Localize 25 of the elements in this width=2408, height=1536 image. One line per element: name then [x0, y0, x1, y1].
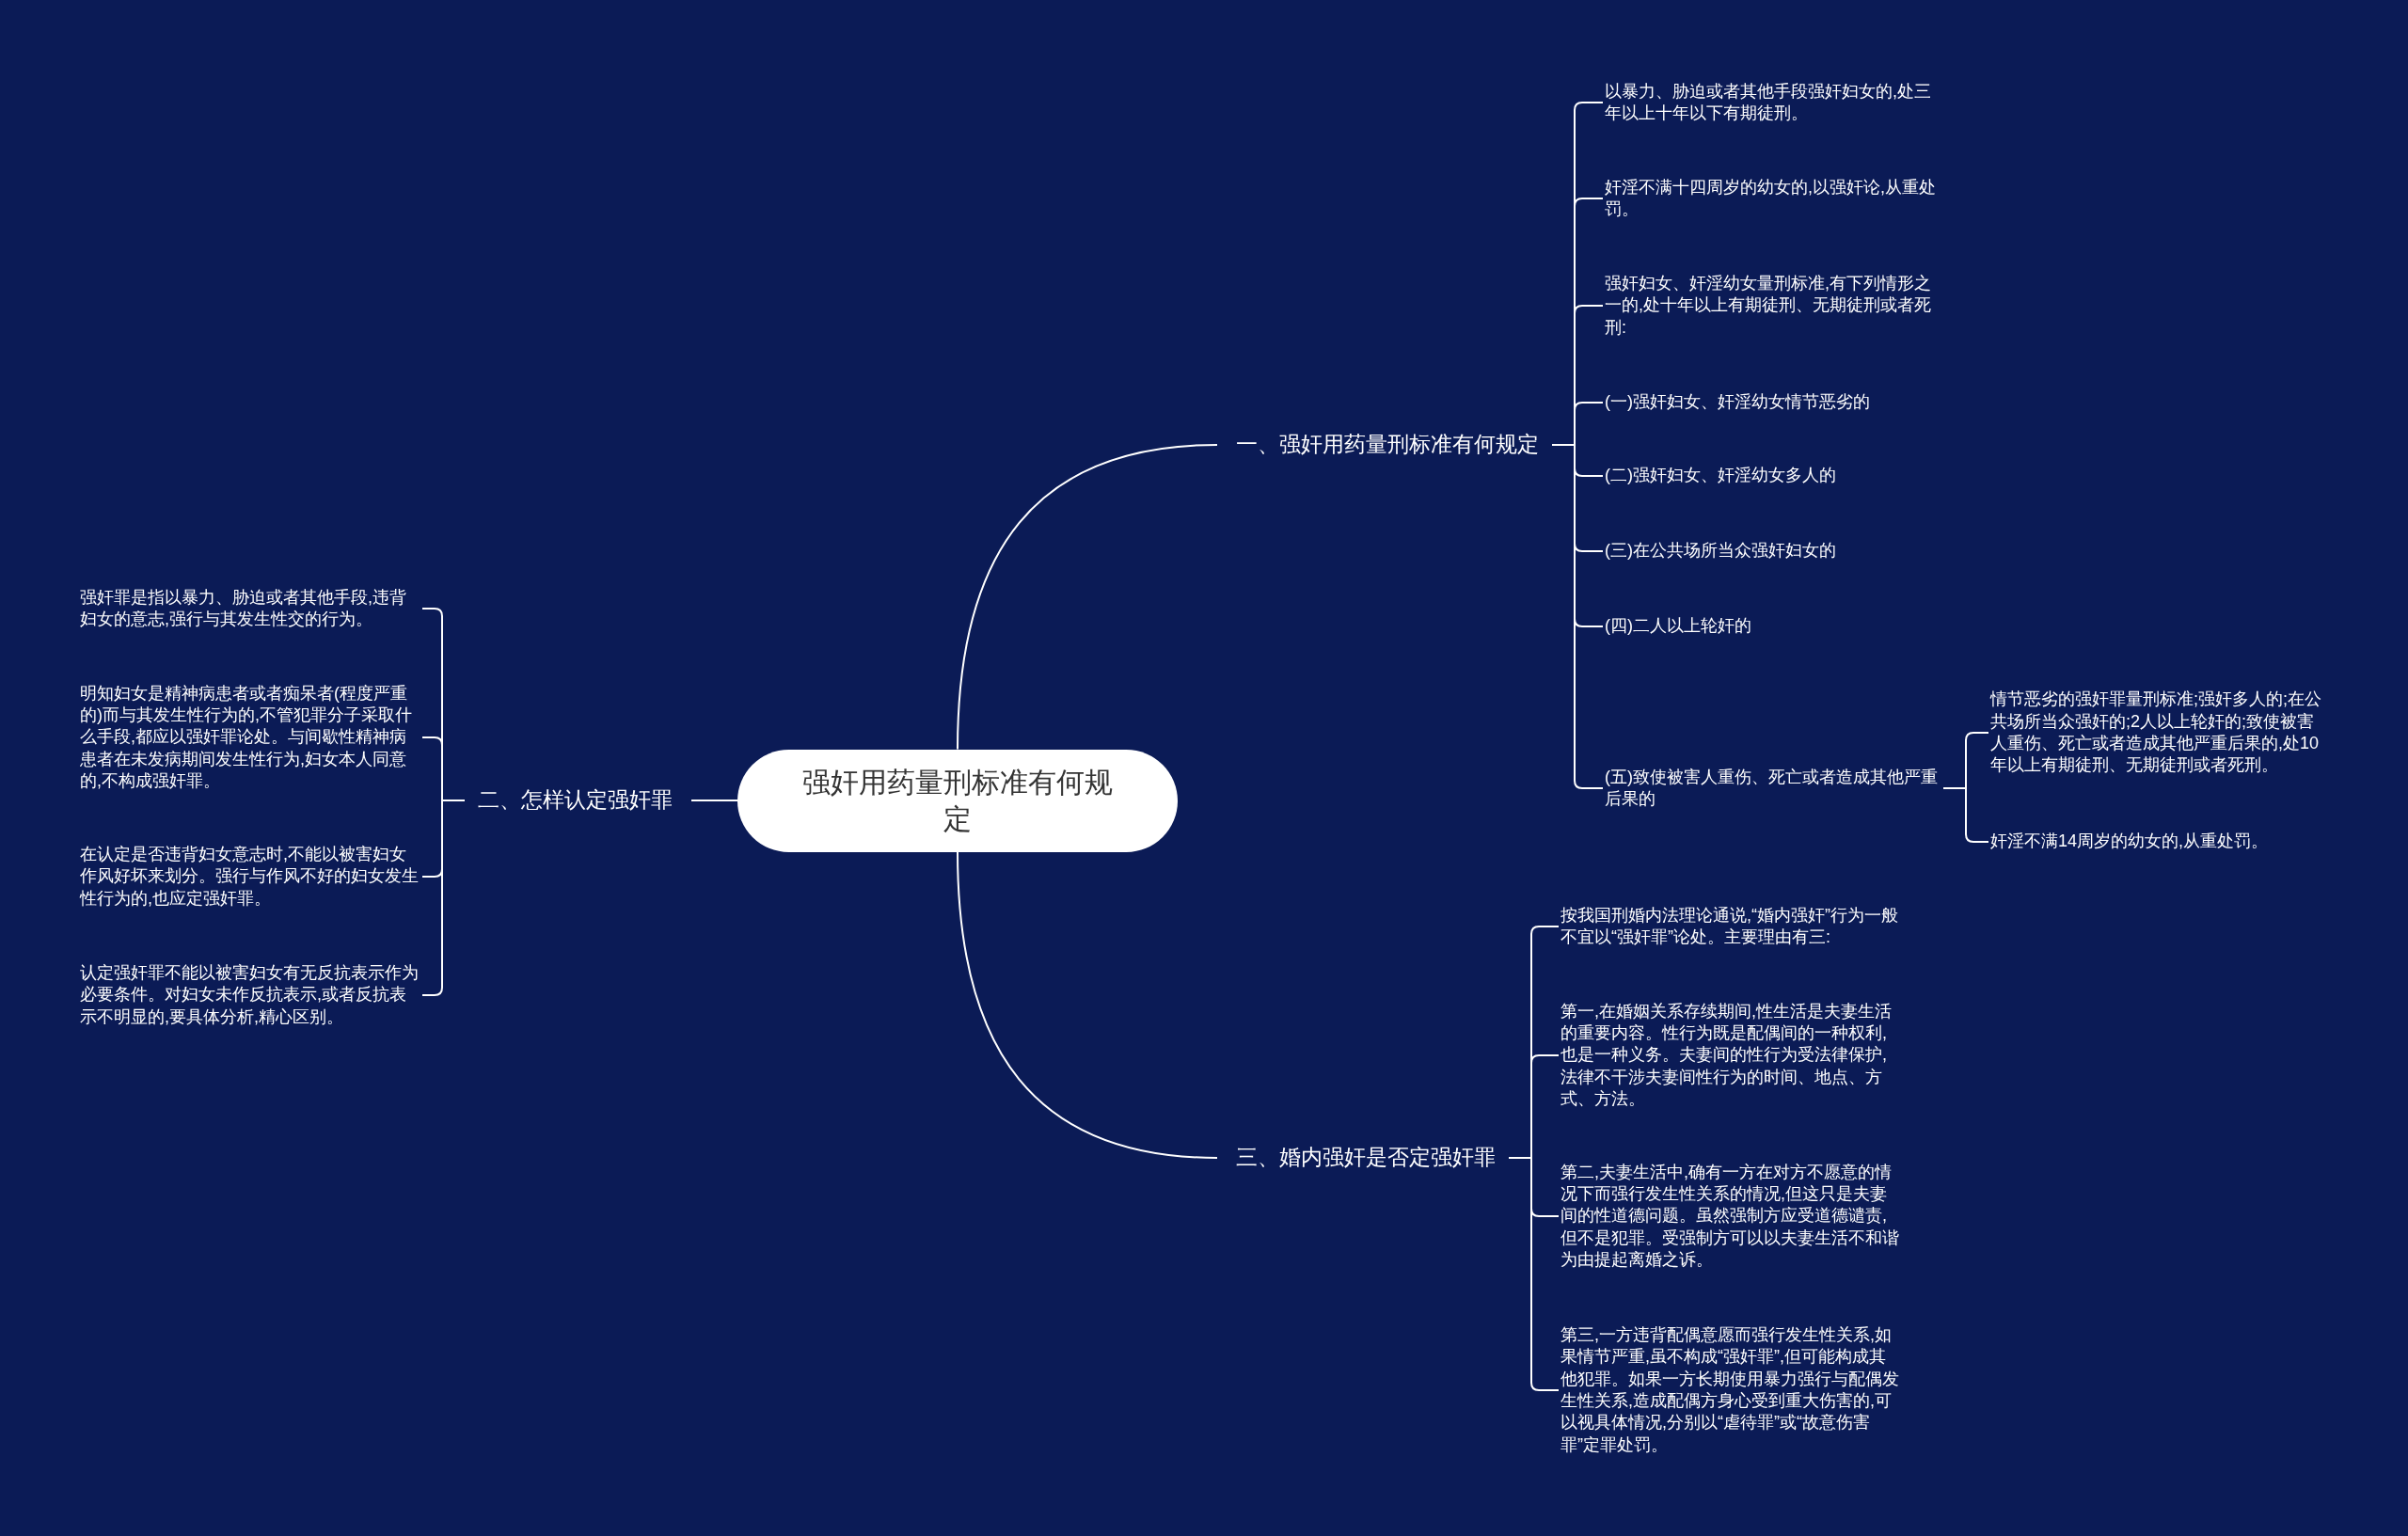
- connector-line: [690, 800, 738, 801]
- branch-label: 一、强奸用药量刑标准有何规定: [1217, 431, 1552, 459]
- leaf-text: (一)强奸妇女、奸淫幼女情节恶劣的: [1605, 391, 1943, 414]
- leaf-text: 奸淫不满十四周岁的幼女的,以强奸论,从重处罚。: [1605, 176, 1943, 221]
- connector-line: [957, 444, 1218, 751]
- leaf-text: 在认定是否违背妇女意志时,不能以被害妇女作风好坏来划分。强行与作风不好的妇女发生性行为的,也应定强奸罪。: [80, 843, 420, 911]
- leaf-text: 奸淫不满14周岁的幼女的,从重处罚。: [1990, 831, 2329, 853]
- leaf-text: 以暴力、胁迫或者其他手段强奸妇女的,处三年以上十年以下有期徒刑。: [1605, 80, 1943, 125]
- leaf-text: (四)二人以上轮奸的: [1605, 615, 1943, 638]
- leaf-text: 明知妇女是精神病患者或者痴呆者(程度严重的)而与其发生性行为的,不管犯罪分子采取什么手段,都应以强奸罪论处。与间歇性精神病患者在未发病期间发生性行为,妇女本人同意的,不构成强奸罪。: [80, 682, 420, 793]
- leaf-text: 第三,一方违背配偶意愿而强行发生性关系,如果情节严重,虽不构成“强奸罪”,但可能构成其他犯罪。如果一方长期使用暴力强行与配偶发生性关系,造成配偶方身心受到重大伤害的,可以视具体情况,分别以“虐待罪”或“故意伤害罪”定罪处罚。: [1560, 1323, 1901, 1457]
- topic-pill: 强奸用药量刑标准有何规定: [737, 749, 1178, 852]
- leaf-text: 强奸妇女、奸淫幼女量刑标准,有下列情形之一的,处十年以上有期徒刑、无期徒刑或者死刑:: [1605, 272, 1943, 340]
- leaf-text: 按我国刑婚内法理论通说,“婚内强奸”行为一般不宜以“强奸罪”论处。主要理由有三:: [1560, 904, 1901, 949]
- leaf-text: 强奸罪是指以暴力、胁迫或者其他手段,违背妇女的意志,强行与其发生性交的行为。: [80, 586, 420, 631]
- leaf-text: (二)强奸妇女、奸淫幼女多人的: [1605, 465, 1943, 487]
- leaf-text: (三)在公共场所当众强奸妇女的: [1605, 540, 1943, 562]
- leaf-text: 认定强奸罪不能以被害妇女有无反抗表示作为必要条件。对妇女未作反抗表示,或者反抗表示不明显的,要具体分析,精心区别。: [80, 961, 420, 1029]
- branch-label: 二、怎样认定强奸罪: [465, 786, 691, 815]
- leaf-text: 情节恶劣的强奸罪量刑标准;强奸多人的;在公共场所当众强奸的;2人以上轮奸的;致使被害人重伤、死亡或者造成其他严重后果的,处10年以上有期徒刑、无期徒刑或者死刑。: [1990, 689, 2329, 777]
- leaf-text: 第二,夫妻生活中,确有一方在对方不愿意的情况下而强行发生性关系的情况,但这只是夫妻间的性道德问题。虽然强制方应受道德谴责,但不是犯罪。受强制方可以以夫妻生活不和谐为由提起离婚之诉。: [1560, 1161, 1901, 1272]
- branch-label: 三、婚内强奸是否定强奸罪: [1217, 1144, 1509, 1172]
- connector-line: [957, 850, 1218, 1159]
- leaf-text: 第一,在婚姻关系存续期间,性生活是夫妻生活的重要内容。性行为既是配偶间的一种权利,也是一种义务。夫妻间的性行为受法律保护,法律不干涉夫妻间性行为的时间、地点、方式、方法。: [1560, 1000, 1901, 1111]
- leaf-text: (五)致使被害人重伤、死亡或者造成其他严重后果的: [1605, 766, 1943, 811]
